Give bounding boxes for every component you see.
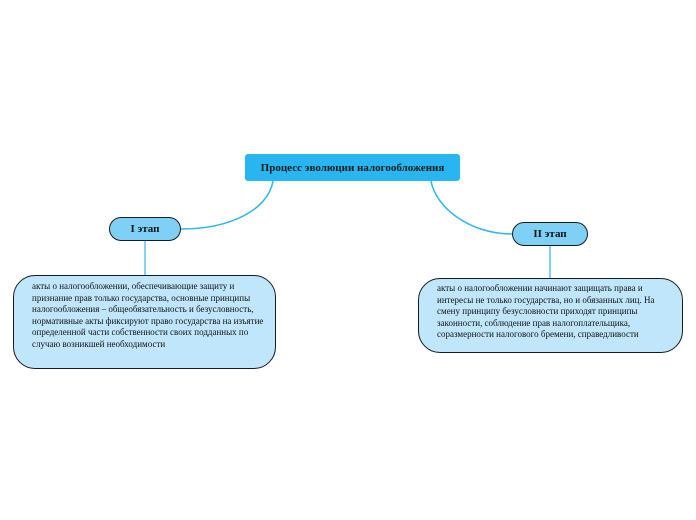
stage-2-description-node[interactable]: акты о налогообложении начинают защищать… xyxy=(418,278,683,353)
stage-1-description-node[interactable]: акты о налогообложении, обеспечивающие з… xyxy=(13,275,276,369)
connector-root-to-stage-2 xyxy=(430,180,513,235)
stage-2-node[interactable]: II этап xyxy=(512,222,588,246)
stage-1-node[interactable]: I этап xyxy=(109,217,181,241)
connector-root-to-stage-1 xyxy=(180,180,274,230)
root-topic-node[interactable]: Процесс эволюции налогообложения xyxy=(245,154,460,181)
